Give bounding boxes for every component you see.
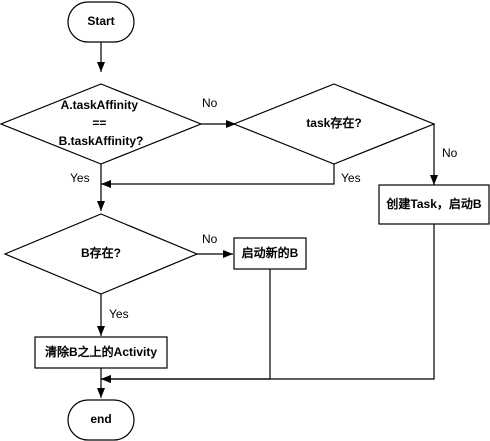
decision-affinity-line-3: B.taskAffinity? xyxy=(59,134,144,148)
start-new-b-node xyxy=(233,237,307,270)
decision-task-exists-label: task存在? xyxy=(306,115,361,130)
decision-affinity-label: A.taskAffinity == B.taskAffinity? xyxy=(59,98,144,148)
clear-above-b-label: 清除B之上的Activity xyxy=(45,344,157,359)
clear-above-b-node xyxy=(34,336,168,369)
decision-affinity-node xyxy=(0,83,203,165)
start-node xyxy=(67,1,135,43)
start-new-b-label: 启动新的B xyxy=(242,245,299,260)
create-task-node xyxy=(378,184,490,225)
edge-create-task-to-merge xyxy=(101,224,435,383)
decision-affinity-line-2: == xyxy=(92,116,106,130)
b-exists-no-label: No xyxy=(202,232,218,246)
start-label: Start xyxy=(87,14,114,28)
affinity-yes-label: Yes xyxy=(70,171,90,185)
end-label: end xyxy=(90,412,111,426)
create-task-label: 创建Task，启动B xyxy=(385,196,481,211)
b-exists-yes-label: Yes xyxy=(109,307,129,321)
decision-task-exists-node xyxy=(232,83,436,165)
task-exists-yes-label: Yes xyxy=(341,171,361,185)
affinity-no-label: No xyxy=(202,96,218,110)
end-node xyxy=(67,399,135,441)
decision-b-exists-node xyxy=(3,213,199,295)
edge-task-exists-yes xyxy=(101,164,335,188)
task-exists-no-label: No xyxy=(442,146,458,160)
decision-affinity-line-1: A.taskAffinity xyxy=(61,98,139,112)
decision-b-exists-label: B存在? xyxy=(81,245,121,260)
